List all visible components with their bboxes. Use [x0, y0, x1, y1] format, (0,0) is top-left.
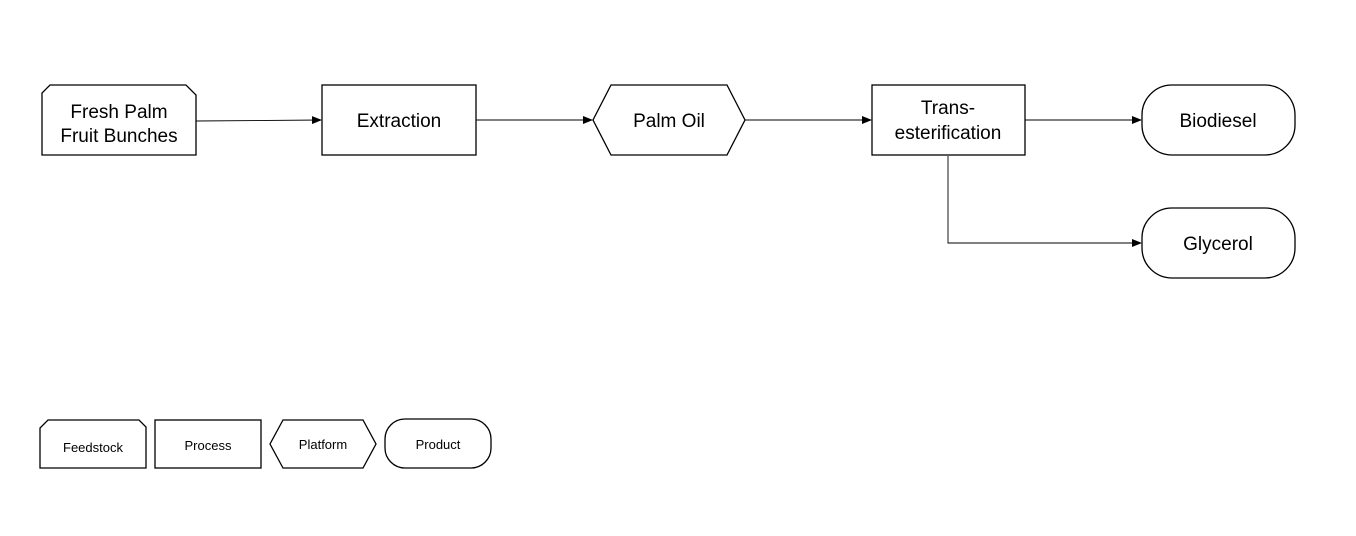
- node-palm-oil: Palm Oil: [592, 84, 746, 156]
- edge-transesterification-to-glycerol: [947, 156, 1142, 247]
- feedstock-shape: [41, 84, 197, 156]
- legend-item-product: Product: [384, 418, 492, 469]
- legend-label: Process: [185, 438, 232, 453]
- process-shape: [321, 84, 477, 156]
- edge-fresh-palm-to-extraction: [195, 116, 322, 125]
- node-glycerol: Glycerol: [1141, 207, 1296, 279]
- node-label: Palm Oil: [633, 111, 705, 132]
- legend-item-platform: Platform: [269, 419, 377, 469]
- node-label-line-1: Fresh Palm: [70, 102, 167, 123]
- legend-label: Platform: [299, 437, 347, 452]
- product-shape: [384, 418, 492, 469]
- platform-shape: [592, 84, 746, 156]
- node-label: Biodiesel: [1179, 111, 1256, 132]
- legend-item-feedstock: Feedstock: [39, 419, 147, 469]
- process-shape: [871, 84, 1026, 156]
- legend: Feedstock Process Platform Product: [39, 418, 492, 469]
- node-label: Extraction: [357, 111, 441, 132]
- feedstock-shape: [39, 419, 147, 469]
- node-label: Glycerol: [1183, 234, 1253, 255]
- product-shape: [1141, 84, 1296, 156]
- edges: [195, 116, 1142, 247]
- product-shape: [1141, 207, 1296, 279]
- node-biodiesel: Biodiesel: [1141, 84, 1296, 156]
- legend-item-process: Process: [154, 419, 262, 469]
- node-label-line-1: Trans-: [921, 98, 975, 119]
- legend-label: Product: [416, 437, 461, 452]
- process-shape: [154, 419, 262, 469]
- node-extraction: Extraction: [321, 84, 477, 156]
- node-label-line-2: Fruit Bunches: [60, 126, 177, 147]
- legend-label: Feedstock: [63, 440, 123, 455]
- platform-shape: [269, 419, 377, 469]
- node-label-line-2: esterification: [895, 123, 1002, 144]
- node-fresh-palm-fruit-bunches: Fresh Palm Fruit Bunches: [41, 84, 197, 156]
- node-transesterification: Trans- esterification: [871, 84, 1026, 156]
